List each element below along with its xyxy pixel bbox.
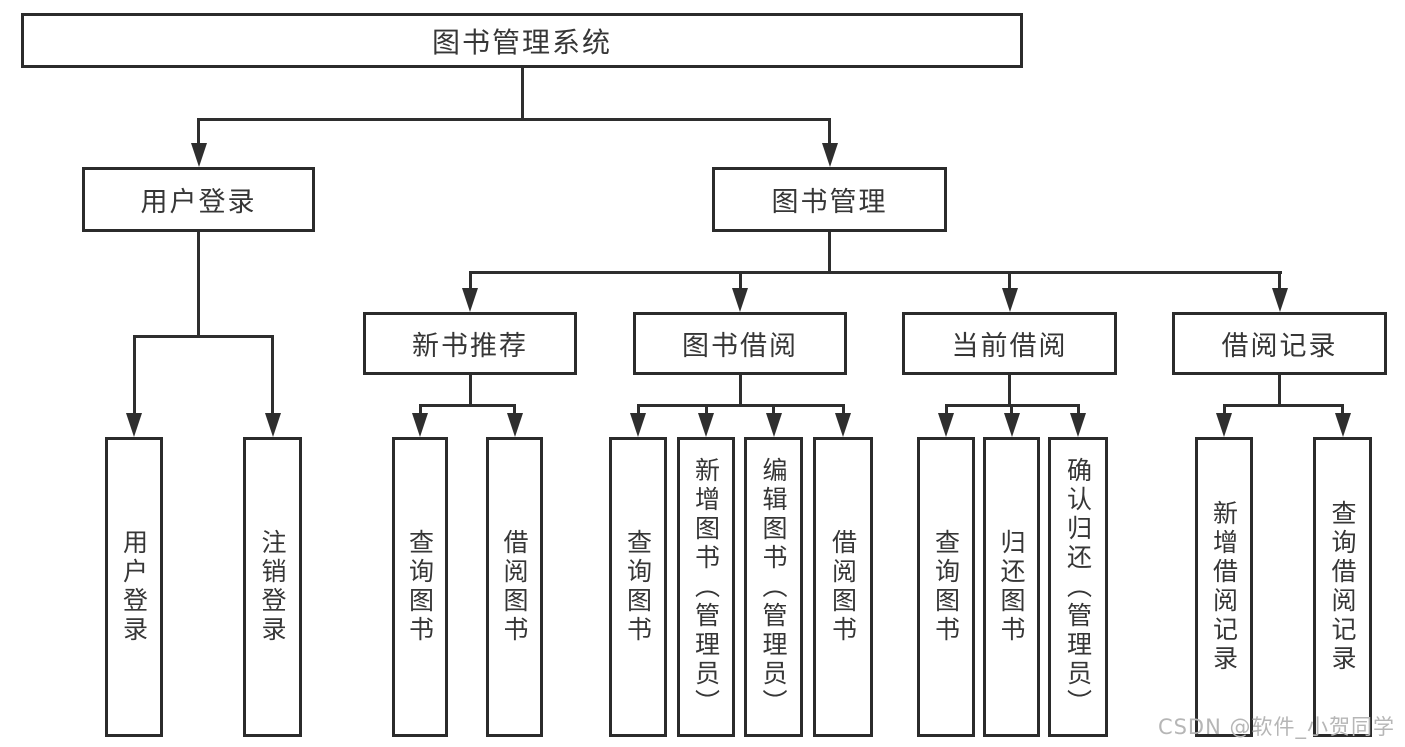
leaf-borrow-books: 借阅图书 [813,437,873,737]
connector-line [828,118,831,145]
arrow-down-icon [821,143,838,167]
leaf-label: 借阅图书 [500,529,529,645]
leaf-logout: 注销登录 [243,437,302,737]
leaf-query-borrow-record: 查询借阅记录 [1313,437,1372,737]
leaf-add-book-admin: 新增图书（管理员） [677,437,735,737]
arrow-down-icon [732,288,748,312]
arrow-down-icon [1001,288,1018,312]
arrow-down-icon [938,413,954,437]
leaf-label: 新增借阅记录 [1209,500,1239,674]
connector-line [196,118,830,121]
connector-line [513,404,516,415]
leaf-label: 查询借阅记录 [1328,500,1357,674]
arrow-down-icon [698,413,714,437]
leaf-query-books-borrowing: 查询图书 [609,437,667,737]
arrow-down-icon [630,413,646,437]
node-book-management: 图书管理 [712,167,947,232]
arrow-down-icon [1334,413,1351,437]
connector-line [468,271,1282,274]
arrow-down-icon [506,413,523,437]
leaf-return-books: 归还图书 [983,437,1040,737]
connector-line [520,67,524,121]
leaf-label: 查询图书 [623,529,653,645]
connector-line [772,404,775,415]
arrow-down-icon [765,413,782,437]
arrow-down-icon [412,413,428,437]
connector-line [418,404,516,407]
leaf-borrow-books-recommend: 借阅图书 [486,437,543,737]
connector-line [1222,404,1226,415]
connector-line [738,271,742,290]
leaf-edit-book-admin: 编辑图书（管理员） [744,437,803,737]
connector-line [1008,375,1011,406]
connector-line [1222,404,1344,407]
connector-line [271,335,274,415]
connector-line [1278,375,1281,406]
node-current-borrowing: 当前借阅 [902,312,1117,375]
arrow-down-icon [190,143,207,167]
connector-line [1076,404,1080,415]
connector-line [1278,271,1281,290]
leaf-label: 注销登录 [258,529,287,645]
leaf-label: 查询图书 [931,529,961,645]
arrow-down-icon [1216,413,1232,437]
arrow-down-icon [1271,288,1288,312]
connector-line [944,404,948,415]
node-book-borrowing: 图书借阅 [633,312,847,375]
leaf-label: 新增图书（管理员） [691,456,721,718]
connector-line [132,335,274,338]
leaf-label: 借阅图书 [828,529,858,645]
leaf-query-books-recommend: 查询图书 [392,437,448,737]
node-user-login: 用户登录 [82,167,315,232]
connector-line [468,375,472,406]
connector-line [197,118,200,145]
connector-line [1341,404,1344,415]
leaf-confirm-return-admin: 确认归还（管理员） [1048,437,1108,737]
connector-line [841,404,845,415]
connector-line [636,404,640,415]
connector-line [636,404,845,407]
connector-line [738,375,742,406]
node-library-system: 图书管理系统 [21,13,1023,68]
node-new-book-recommend: 新书推荐 [363,312,577,375]
connector-line [468,271,472,290]
connector-line [1010,404,1013,415]
connector-line [197,232,200,337]
connector-line [132,335,136,415]
arrow-down-icon [1003,413,1020,437]
arrow-down-icon [835,413,851,437]
leaf-user-login: 用户登录 [105,437,163,737]
node-borrowing-records: 借阅记录 [1172,312,1387,375]
leaf-label: 编辑图书（管理员） [759,456,788,718]
arrow-down-icon [462,288,478,312]
arrow-down-icon [126,413,142,437]
arrow-down-icon [1070,413,1086,437]
connector-line [1008,271,1011,290]
csdn-watermark: CSDN @软件_小贺同学 [1157,715,1395,739]
leaf-label: 归还图书 [997,529,1026,645]
leaf-query-books-current: 查询图书 [917,437,975,737]
leaf-label: 用户登录 [119,529,149,645]
leaf-label: 查询图书 [405,529,435,645]
connector-line [418,404,422,415]
connector-line [828,232,831,274]
arrow-down-icon [264,413,281,437]
leaf-label: 确认归还（管理员） [1063,456,1093,718]
connector-line [704,404,708,415]
leaf-add-borrow-record: 新增借阅记录 [1195,437,1253,737]
